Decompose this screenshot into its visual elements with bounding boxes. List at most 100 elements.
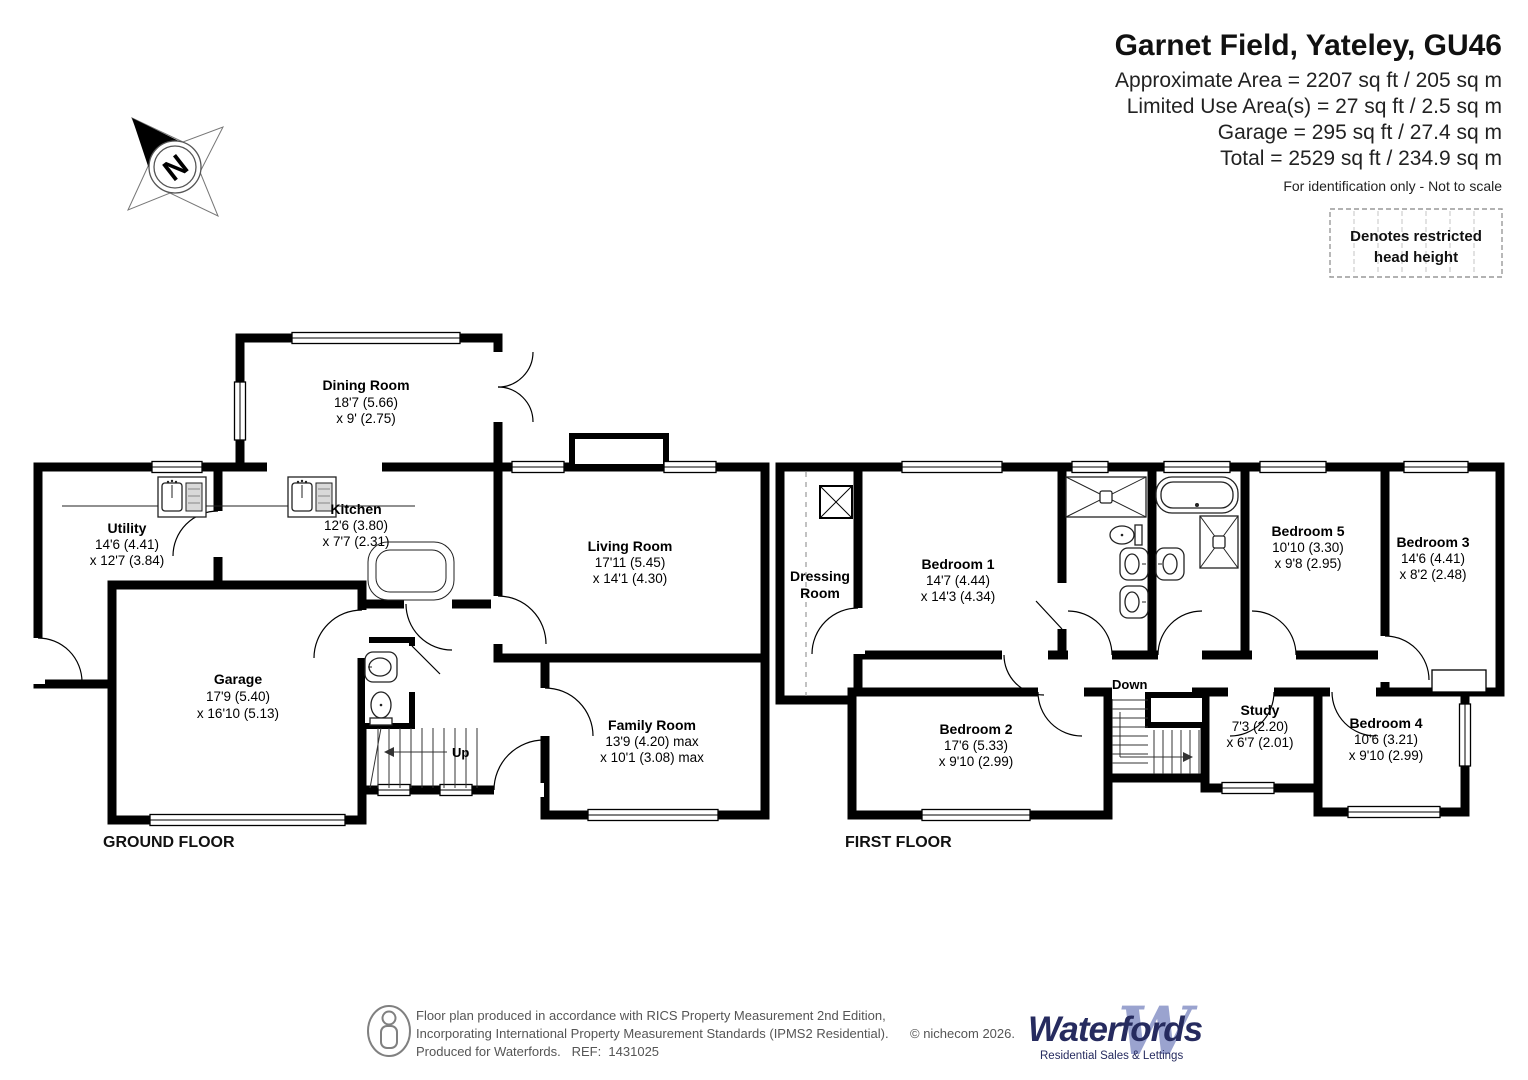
window bbox=[151, 460, 203, 474]
room-dim1: 14'6 (4.41) bbox=[1401, 551, 1465, 566]
compass-icon: N bbox=[127, 117, 225, 218]
room-name: Study bbox=[1241, 702, 1280, 718]
window bbox=[291, 331, 461, 345]
bathroom-basin-icon bbox=[1155, 547, 1185, 581]
room-name-line1: Dressing bbox=[790, 568, 850, 584]
header: Garnet Field, Yateley, GU46 Approximate … bbox=[1115, 29, 1503, 194]
room-dim2: x 8'2 (2.48) bbox=[1399, 567, 1466, 582]
room-name: Kitchen bbox=[330, 501, 381, 517]
ground-windows bbox=[149, 331, 719, 827]
bedroom4-walls bbox=[1313, 687, 1470, 817]
window bbox=[663, 460, 717, 474]
room-name: Family Room bbox=[608, 717, 696, 733]
approximate-area: Approximate Area = 2207 sq ft / 205 sq m bbox=[1115, 69, 1502, 92]
first-door-openings bbox=[851, 583, 1392, 699]
brand-monogram: W bbox=[1118, 992, 1198, 1070]
bedroom2-label: Bedroom 2 17'6 (5.33) x 9'10 (2.99) bbox=[939, 721, 1014, 769]
dining-room-label: Dining Room 18'7 (5.66) x 9' (2.75) bbox=[322, 377, 409, 426]
ensuite-toilet-icon bbox=[1109, 524, 1143, 546]
room-dim2: x 9'8 (2.95) bbox=[1274, 556, 1341, 571]
room-name: Bedroom 5 bbox=[1271, 523, 1344, 539]
room-dim1: 10'6 (3.21) bbox=[1354, 732, 1418, 747]
wc-basin-icon bbox=[364, 651, 398, 683]
first-windows bbox=[901, 460, 1487, 822]
room-dim2: x 9'10 (2.99) bbox=[939, 754, 1014, 769]
page-title: Garnet Field, Yateley, GU46 bbox=[1115, 29, 1502, 62]
window bbox=[587, 808, 719, 822]
brand-name: Waterfords bbox=[1028, 1010, 1203, 1049]
room-name: Bedroom 2 bbox=[939, 721, 1012, 737]
ground-floor-label: GROUND FLOOR bbox=[103, 834, 235, 851]
room-dim1: 14'6 (4.41) bbox=[95, 537, 159, 552]
room-name: Garage bbox=[214, 671, 262, 687]
window bbox=[439, 783, 473, 797]
kitchen-sink-icon bbox=[287, 476, 337, 518]
room-dim1: 17'11 (5.45) bbox=[595, 555, 666, 570]
first-floor-label: FIRST FLOOR bbox=[845, 834, 952, 851]
garage-area: Garage = 295 sq ft / 27.4 sq m bbox=[1218, 121, 1502, 144]
study-label: Study 7'3 (2.20) x 6'7 (2.01) bbox=[1226, 702, 1293, 750]
kitchen-counter bbox=[62, 505, 455, 601]
window bbox=[1458, 703, 1472, 767]
garage-label: Garage 17'9 (5.40) x 16'10 (5.13) bbox=[197, 671, 279, 721]
stairs-up-label: Up bbox=[452, 745, 469, 760]
waterfords-logo: W Waterfords Residential Sales & Letting… bbox=[1028, 992, 1204, 1070]
window bbox=[233, 381, 247, 441]
window bbox=[1221, 781, 1275, 795]
scale-disclaimer: For identification only - Not to scale bbox=[1283, 178, 1502, 194]
ensuite-basin-icon bbox=[1119, 585, 1149, 619]
room-name: Dining Room bbox=[322, 377, 409, 393]
bath-icon bbox=[1155, 476, 1239, 514]
bedroom2-walls bbox=[847, 687, 1113, 820]
bedroom5-label: Bedroom 5 10'10 (3.30) x 9'8 (2.95) bbox=[1271, 523, 1344, 571]
built-in-cupboard bbox=[1431, 669, 1487, 693]
bedroom4-label: Bedroom 4 10'6 (3.21) x 9'10 (2.99) bbox=[1349, 715, 1424, 763]
ensuite-basin-icon bbox=[1119, 547, 1149, 581]
window bbox=[1259, 460, 1327, 474]
stairs-up: Up bbox=[369, 727, 478, 789]
room-dim2: x 10'1 (3.08) max bbox=[600, 750, 704, 765]
family-room-label: Family Room 13'9 (4.20) max x 10'1 (3.08… bbox=[600, 717, 704, 765]
window bbox=[377, 783, 411, 797]
wc-toilet-icon bbox=[369, 691, 393, 726]
room-dim2: x 9' (2.75) bbox=[336, 411, 396, 426]
room-dim1: 17'6 (5.33) bbox=[944, 738, 1008, 753]
room-dim2: x 9'10 (2.99) bbox=[1349, 748, 1424, 763]
garage-walls bbox=[107, 580, 367, 825]
brand-tagline: Residential Sales & Lettings bbox=[1040, 1050, 1183, 1062]
garage-door bbox=[149, 813, 346, 827]
dressing-room-label: Dressing Room bbox=[790, 568, 850, 601]
room-name: Bedroom 4 bbox=[1349, 715, 1422, 731]
room-dim2: x 14'1 (4.30) bbox=[593, 571, 668, 586]
first-floor-plan: Down Dressing Room Bedroom 1 14'7 (4.44)… bbox=[775, 460, 1505, 851]
room-name: Utility bbox=[108, 520, 147, 536]
stairs-down: Down bbox=[1112, 677, 1208, 774]
footer: Floor plan produced in accordance with R… bbox=[367, 992, 1204, 1070]
first-door-arcs bbox=[811, 600, 1430, 737]
bedroom3-label: Bedroom 3 14'6 (4.41) x 8'2 (2.48) bbox=[1396, 534, 1469, 582]
room-dim2: x 12'7 (3.84) bbox=[90, 553, 165, 568]
footer-line3: Produced for Waterfords. REF: 1431025 bbox=[416, 1044, 659, 1059]
room-dim2: x 7'7 (2.31) bbox=[322, 534, 389, 549]
utility-sink-icon bbox=[157, 476, 207, 518]
kitchen-label: Kitchen 12'6 (3.80) x 7'7 (2.31) bbox=[322, 501, 389, 549]
room-dim1: 14'7 (4.44) bbox=[926, 573, 990, 588]
total-area: Total = 2529 sq ft / 234.9 sq m bbox=[1220, 147, 1502, 170]
room-name-line2: Room bbox=[800, 585, 840, 601]
window bbox=[1403, 460, 1469, 474]
limited-use-area: Limited Use Area(s) = 27 sq ft / 2.5 sq … bbox=[1127, 95, 1502, 118]
stairs-down-label: Down bbox=[1112, 677, 1147, 692]
room-dim2: x 14'3 (4.34) bbox=[921, 589, 996, 604]
bedroom1-label: Bedroom 1 14'7 (4.44) x 14'3 (4.34) bbox=[921, 556, 996, 604]
window bbox=[1347, 805, 1441, 819]
window bbox=[1071, 460, 1109, 474]
skylight-icon bbox=[819, 485, 853, 519]
window bbox=[511, 460, 565, 474]
room-name: Living Room bbox=[588, 538, 673, 554]
living-nook-walls bbox=[569, 433, 669, 470]
room-dim1: 18'7 (5.66) bbox=[334, 395, 398, 410]
person-icon bbox=[367, 1005, 411, 1057]
window bbox=[1163, 460, 1231, 474]
